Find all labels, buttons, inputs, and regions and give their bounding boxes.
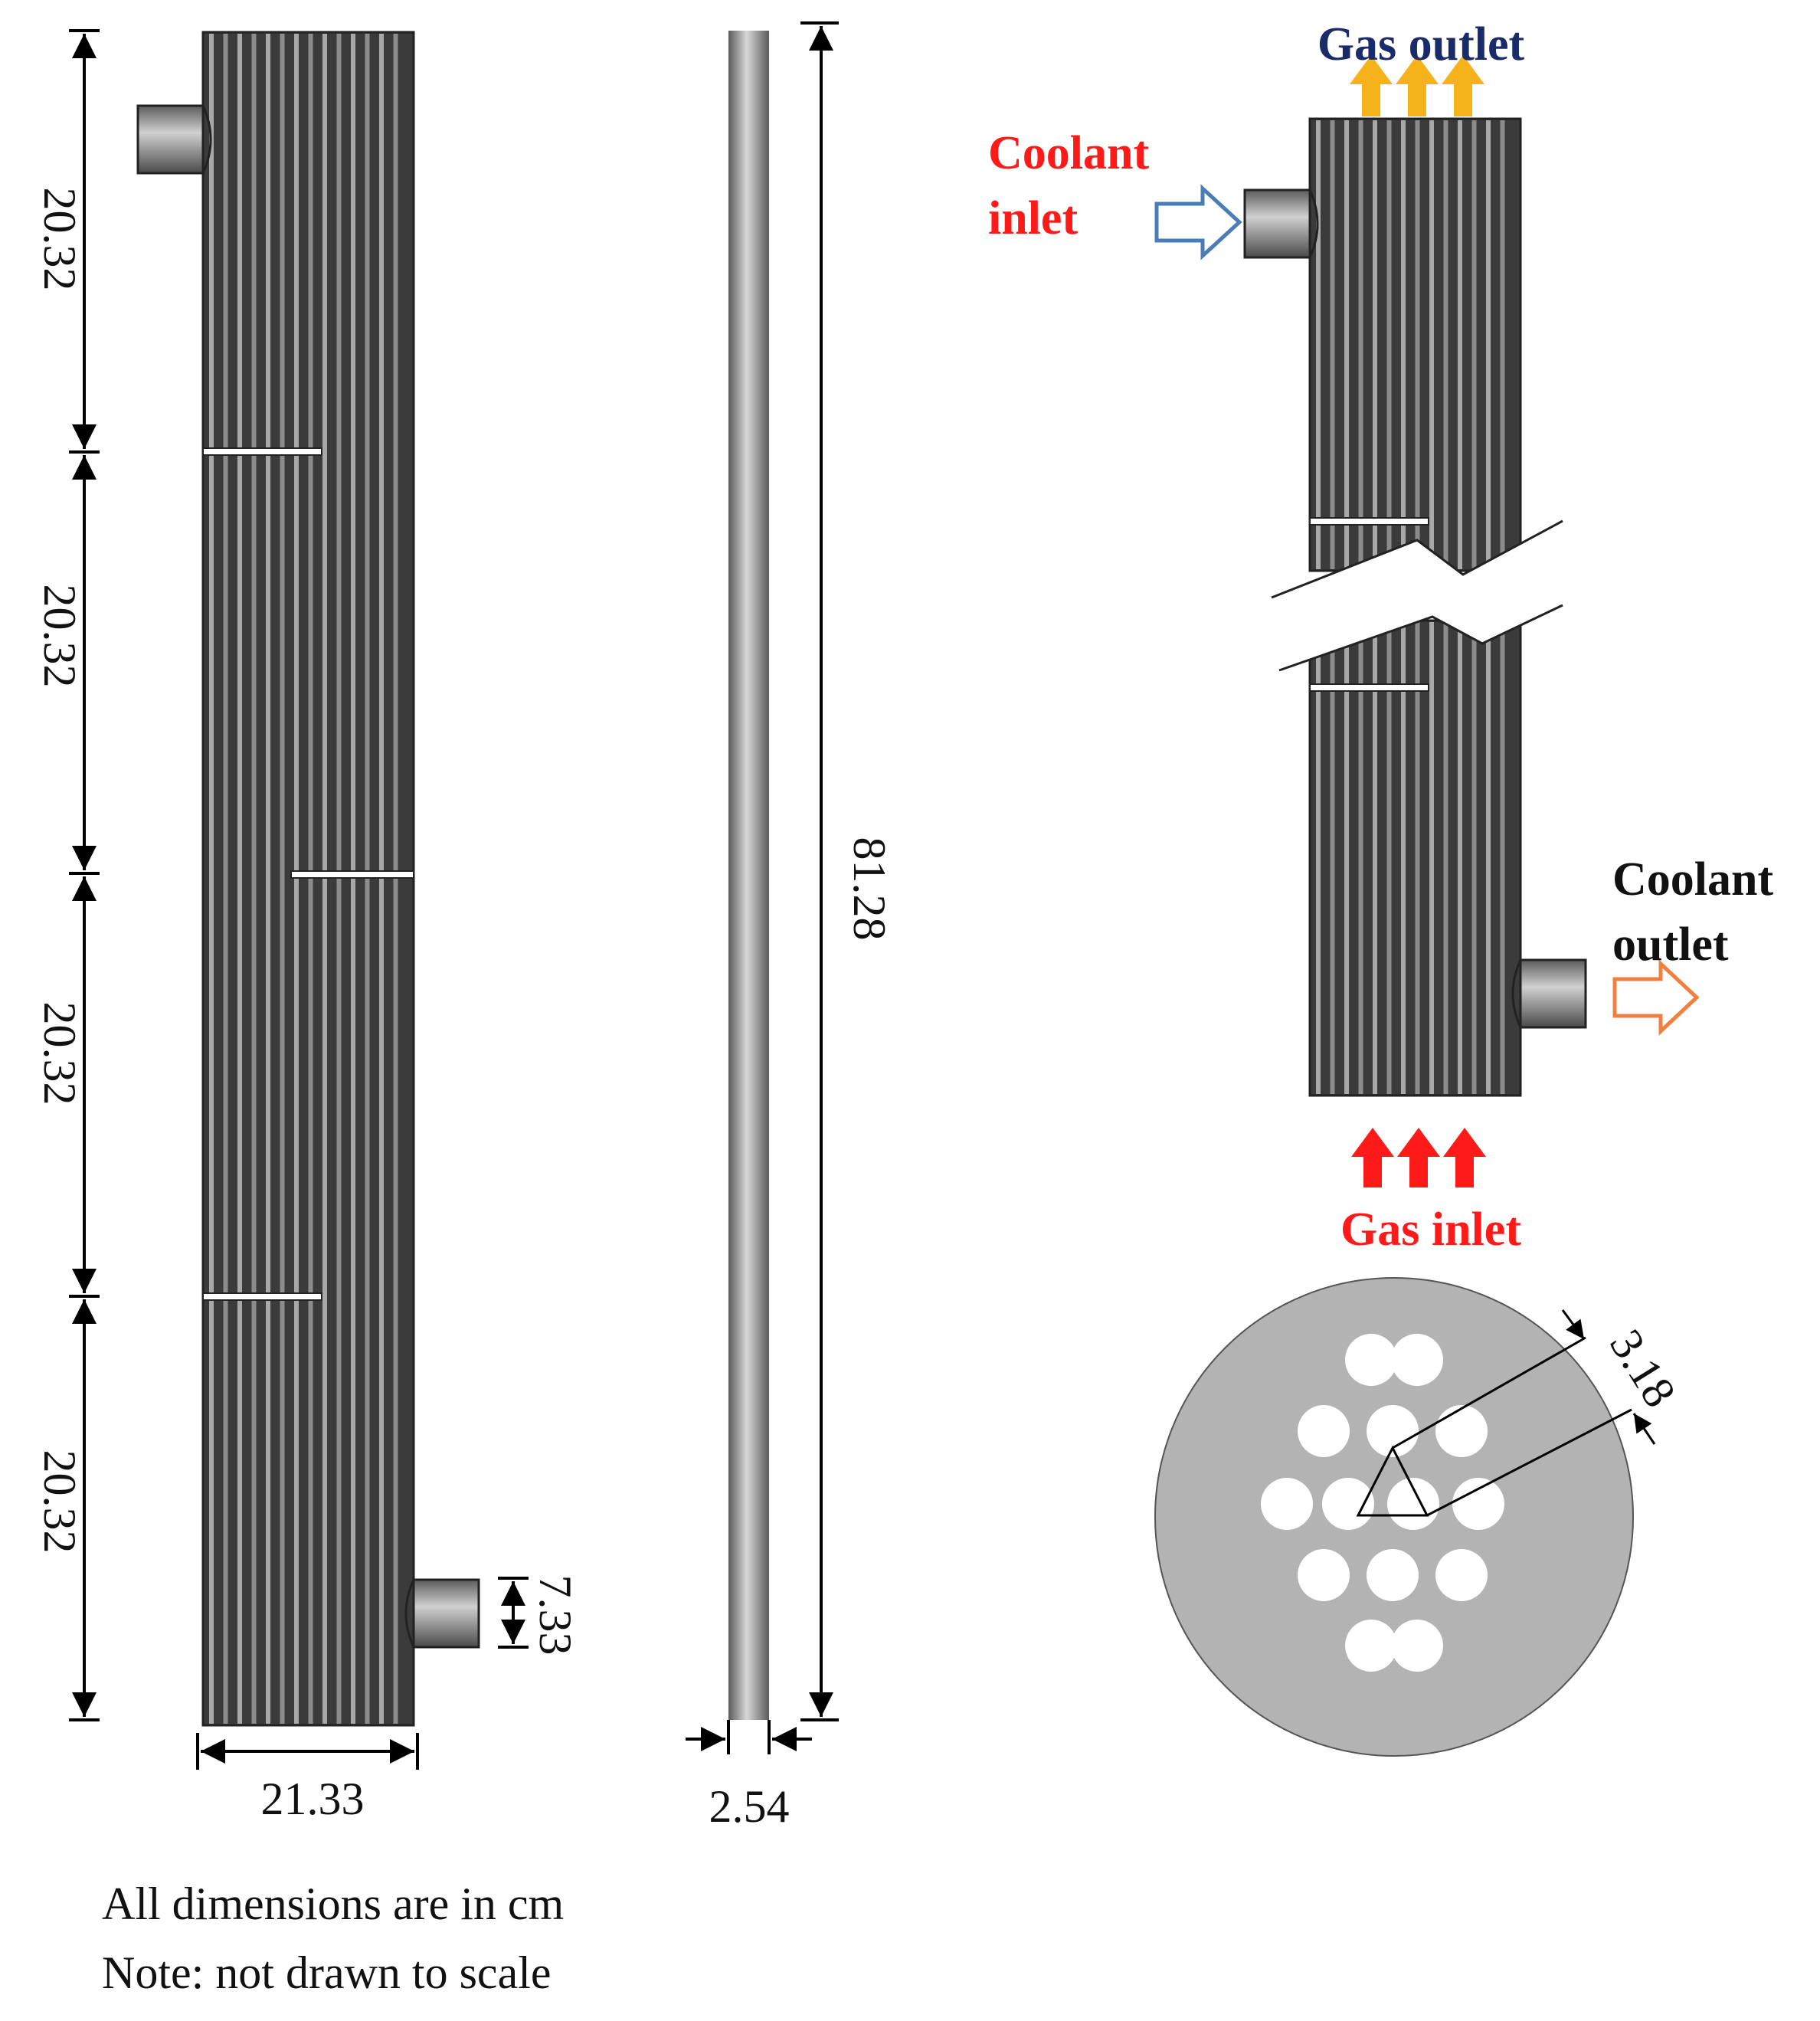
- tube-hole: [1391, 1334, 1443, 1386]
- flow-baffle-1: [1309, 517, 1429, 526]
- note-scale: Note: not drawn to scale: [102, 1947, 552, 1998]
- dim-shell-width: 21.33: [261, 1774, 365, 1824]
- tube-stripe: [1471, 622, 1477, 1094]
- flow-inlet-nozzle: [1243, 188, 1311, 259]
- tube-stripe: [1500, 120, 1505, 569]
- tube-stripe: [280, 34, 285, 1724]
- tube-stripe: [209, 34, 214, 1724]
- tube-stripe: [1458, 120, 1462, 569]
- tube-holes: [1261, 1334, 1504, 1672]
- pitch-triangle: [1356, 1445, 1429, 1517]
- baffle-2: [290, 870, 414, 879]
- tube-stripe: [1443, 120, 1448, 569]
- tube-stripe: [1344, 120, 1349, 569]
- width-dimension: [196, 1733, 419, 1770]
- single-tube: [728, 31, 769, 1720]
- dim-seg3: 20.32: [34, 1002, 85, 1105]
- dim-seg4: 20.32: [34, 1450, 85, 1554]
- shell-flow-view: [1243, 117, 1587, 1097]
- tube-sheet-cross-section: 3.18: [1154, 1277, 1686, 1757]
- tube-hole: [1298, 1549, 1350, 1601]
- segment-dimensions: [69, 29, 100, 1721]
- tube-stripe: [1330, 120, 1335, 569]
- tube-length-dimension: [800, 21, 839, 1721]
- gas-inlet-arrows: [1351, 1128, 1486, 1187]
- pitch-dimension: [1392, 1309, 1656, 1517]
- break-gap: [1272, 521, 1563, 670]
- nozzle-dimension: [498, 1577, 529, 1649]
- tube-hole: [1435, 1549, 1488, 1601]
- tube-stripe: [1429, 120, 1434, 569]
- gas-inlet-label: Gas inlet: [1340, 1204, 1521, 1256]
- tube-stripe: [1358, 622, 1363, 1094]
- tube-stripe: [1386, 120, 1392, 569]
- tube-stripe: [1429, 622, 1434, 1094]
- coolant-inlet-label-1: Coolant: [988, 127, 1149, 179]
- flow-tube-stripes: [1316, 120, 1505, 1094]
- note-units: All dimensions are in cm: [102, 1879, 564, 1929]
- coolant-outlet-label-1: Coolant: [1612, 853, 1773, 906]
- tube-hole: [1387, 1478, 1439, 1530]
- tube-stripe: [237, 34, 242, 1724]
- baffle-1: [202, 447, 322, 456]
- tube-hole: [1367, 1405, 1419, 1457]
- inlet-nozzle: [136, 104, 205, 175]
- coolant-outlet-arrow: [1612, 959, 1700, 1036]
- dim-tube-length: 81.28: [844, 837, 895, 941]
- coolant-outlet-label-2: outlet: [1612, 919, 1729, 971]
- tube-stripe: [1373, 622, 1377, 1094]
- dim-nozzle: 7.33: [530, 1575, 581, 1656]
- dim-pitch: 3.18: [1600, 1321, 1686, 1416]
- flow-outlet-nozzle: [1519, 958, 1587, 1029]
- dim-tube-diameter: 2.54: [709, 1781, 790, 1832]
- tube-hole: [1345, 1334, 1397, 1386]
- tube-stripe: [1344, 622, 1349, 1094]
- dim-seg1: 20.32: [34, 188, 85, 291]
- shell-full-view: [136, 31, 480, 1727]
- tube-stripe: [1458, 622, 1462, 1094]
- outlet-nozzle: [412, 1578, 480, 1649]
- tube-hole: [1298, 1405, 1350, 1457]
- tube-stripe: [1500, 622, 1505, 1094]
- baffle-3: [202, 1292, 322, 1301]
- gas-outlet-arrows: [1350, 55, 1484, 116]
- tube-hole: [1391, 1620, 1443, 1672]
- tube-hole: [1345, 1620, 1397, 1672]
- tube-stripe: [1401, 120, 1406, 569]
- tube-stripe: [1316, 120, 1321, 569]
- gas-outlet-label: Gas outlet: [1318, 18, 1525, 70]
- tube-stripe: [1486, 120, 1491, 569]
- tube-hole: [1322, 1478, 1374, 1530]
- coolant-inlet-label-2: inlet: [988, 192, 1078, 244]
- tube-stripe: [1415, 622, 1420, 1094]
- flow-baffle-2: [1309, 683, 1429, 692]
- tube-stripe: [1471, 120, 1477, 569]
- tube-hole: [1367, 1549, 1419, 1601]
- tube-stripe: [266, 34, 270, 1724]
- tube-stripe: [223, 34, 228, 1724]
- tube-hole: [1435, 1405, 1488, 1457]
- tube-stripe: [1486, 622, 1491, 1094]
- tube-stripe: [1316, 622, 1321, 1094]
- tube-stripe: [1415, 120, 1420, 569]
- tube-stripe: [1443, 622, 1448, 1094]
- tube-stripe: [1373, 120, 1377, 569]
- tube-stripe: [251, 34, 257, 1724]
- tube-stripe: [1330, 622, 1335, 1094]
- tube-stripe: [1358, 120, 1363, 569]
- tube-stripe: [1401, 622, 1406, 1094]
- coolant-inlet-arrow: [1154, 184, 1242, 260]
- tube-diameter-dimension: [686, 1720, 812, 1754]
- tube-stripe: [1386, 622, 1392, 1094]
- dim-seg2: 20.32: [34, 585, 85, 688]
- tube-hole: [1452, 1478, 1504, 1530]
- tube-hole: [1261, 1478, 1313, 1530]
